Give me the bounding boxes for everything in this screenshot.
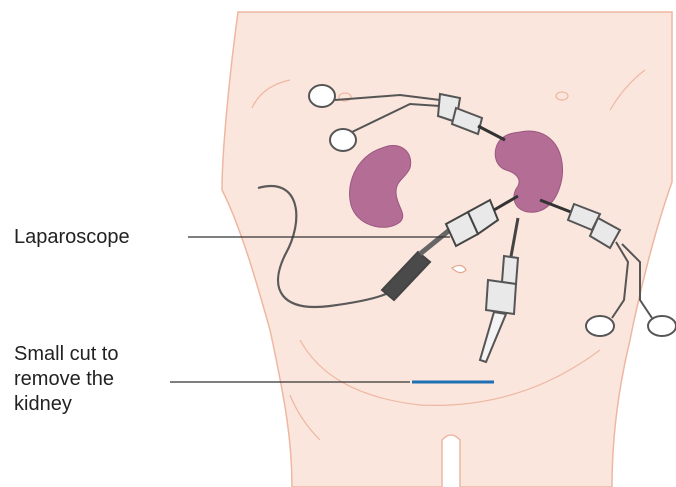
leg-divide xyxy=(442,435,460,487)
small-cut-label-line: kidney xyxy=(14,392,118,417)
small-cut-label: Small cut to remove the kidney xyxy=(14,342,118,417)
laparoscope-label: Laparoscope xyxy=(14,225,130,250)
torso-outline xyxy=(222,12,672,487)
small-cut-label-line: Small cut to xyxy=(14,342,118,367)
small-cut-label-line: remove the xyxy=(14,367,118,392)
